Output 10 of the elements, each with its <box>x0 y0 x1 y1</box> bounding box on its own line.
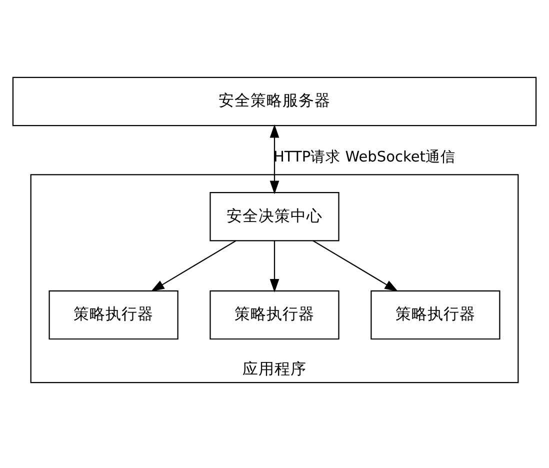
arrow <box>270 124 280 194</box>
arrow <box>150 240 236 292</box>
node-box: 策略执行器 <box>210 290 340 340</box>
edge-label: HTTP请求 WebSocket通信 <box>273 149 456 166</box>
node-box: 策略执行器 <box>48 290 178 340</box>
node-box: 安全决策中心 <box>210 192 340 241</box>
arrow <box>312 240 398 292</box>
node-box: 安全策略服务器 <box>12 76 537 126</box>
arrow <box>270 240 280 292</box>
node-box: 策略执行器 <box>370 290 500 340</box>
